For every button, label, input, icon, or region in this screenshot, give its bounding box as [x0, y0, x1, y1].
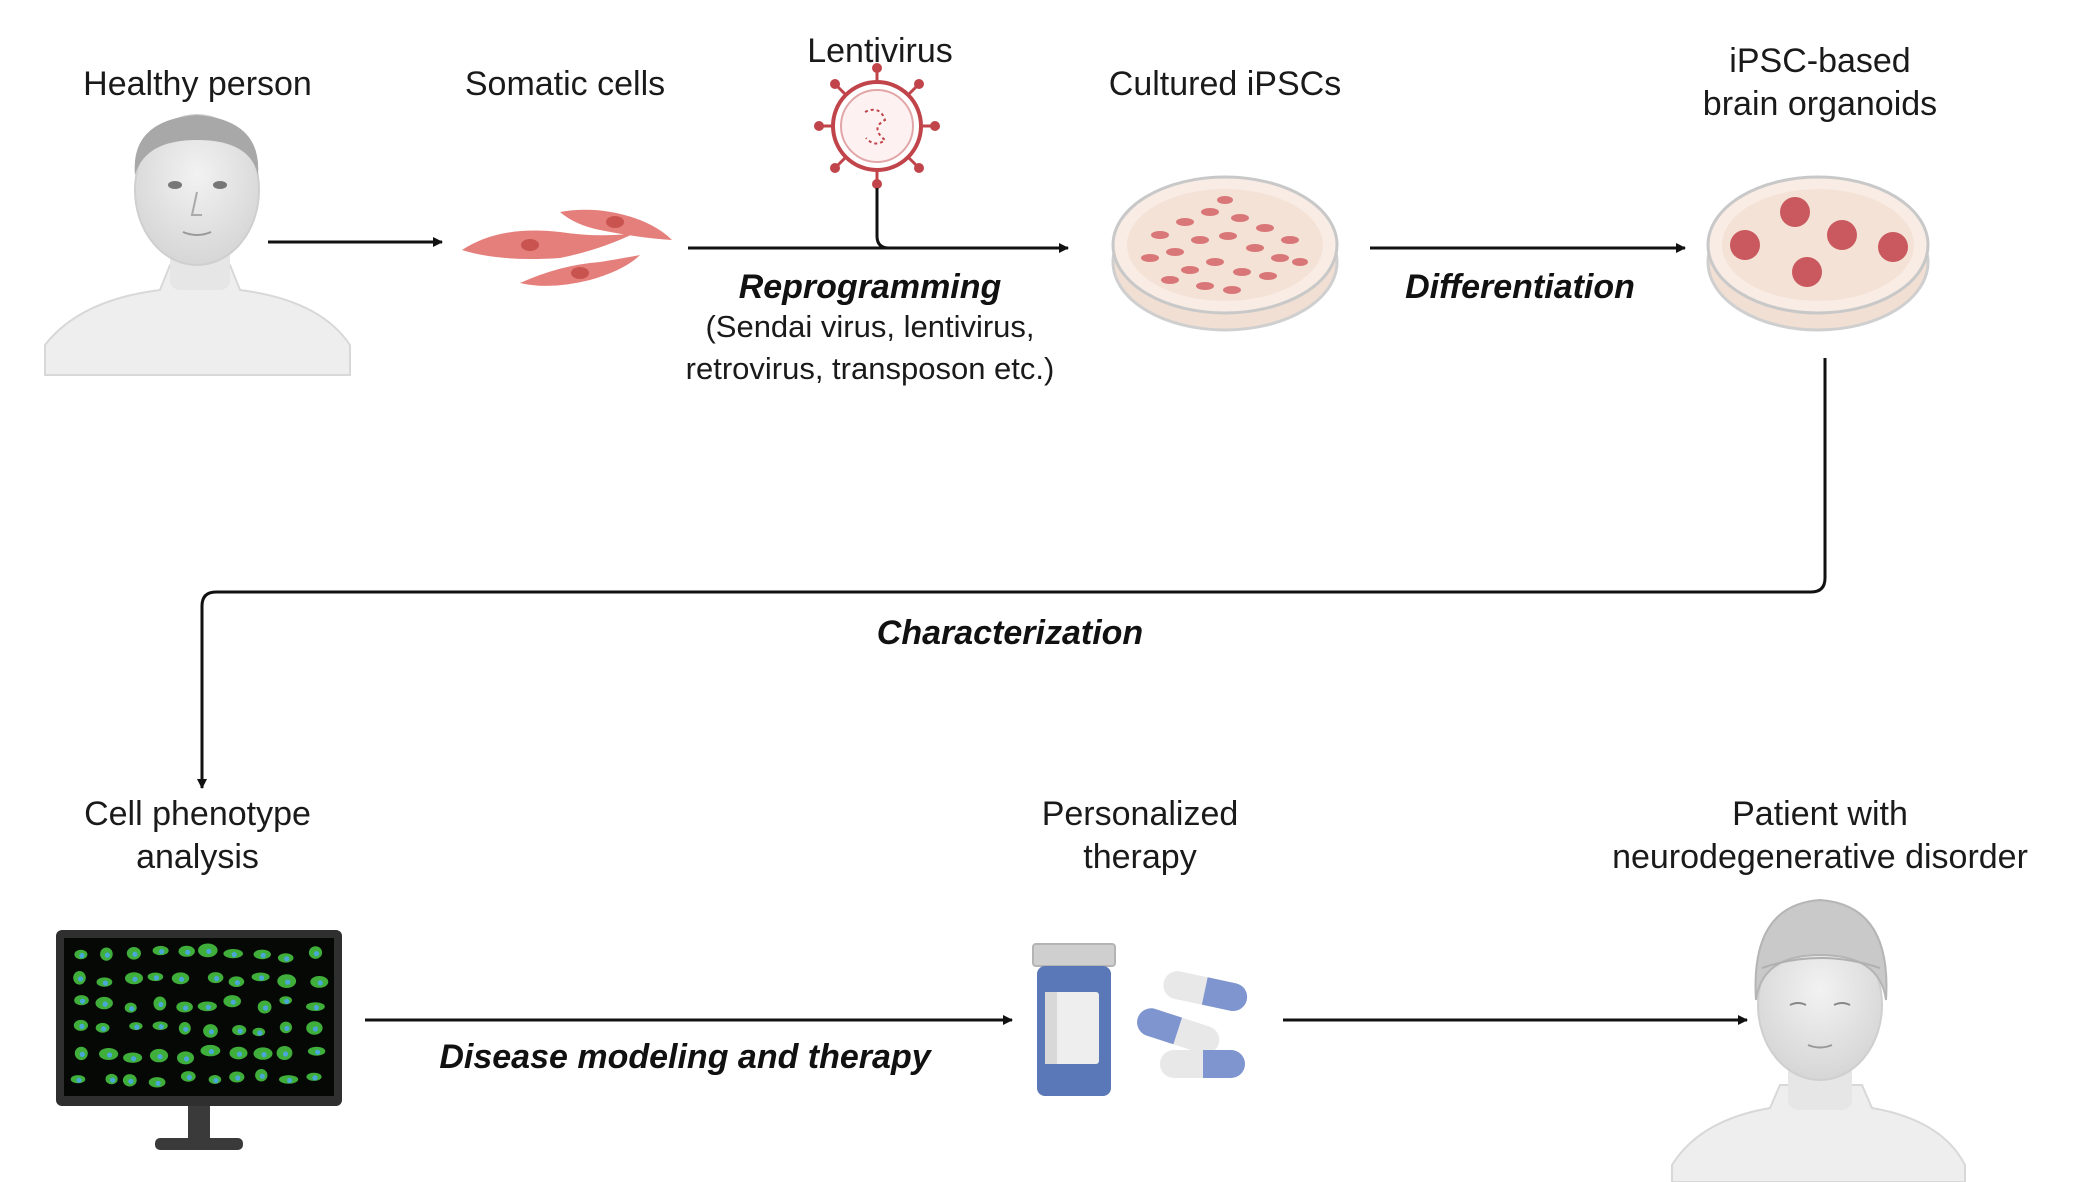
nucleus-mark: [312, 1026, 318, 1032]
patient-label: Patient with neurodegenerative disorder: [1580, 793, 2060, 879]
nucleus-mark: [312, 1075, 318, 1081]
nucleus-mark: [153, 975, 159, 981]
monitor-icon: [56, 930, 342, 1150]
nucleus-mark: [259, 975, 265, 981]
medicine-bottle-icon: [1032, 943, 1116, 1096]
nucleus-mark: [110, 1077, 116, 1083]
somatic-cells-label: Somatic cells: [464, 65, 666, 103]
nucleus-mark: [260, 952, 266, 959]
nucleus-mark: [158, 1001, 164, 1008]
healthy-person-label: Healthy person: [83, 65, 312, 103]
phenotype-label-line1: Cell phenotype: [84, 795, 311, 833]
patient-label-line1: Patient with: [1732, 795, 1908, 833]
nucleus-mark: [315, 1049, 321, 1055]
nucleus-mark: [79, 1051, 85, 1057]
patient-icon: [1671, 898, 1966, 1182]
organoids-label-line1: iPSC-based: [1729, 42, 1911, 80]
nucleus-mark: [79, 952, 85, 959]
nucleus-mark: [129, 1006, 135, 1012]
nucleus-mark: [77, 976, 84, 982]
organoids-label: iPSC-based brain organoids: [1660, 40, 1980, 126]
nucleus-mark: [235, 1075, 241, 1081]
nucleus-mark: [236, 1051, 243, 1057]
nucleus-mark: [107, 1052, 113, 1058]
reprogramming-note-line2: retrovirus, transposon etc.): [685, 351, 1055, 386]
nucleus-mark: [183, 1005, 189, 1011]
nucleus-mark: [205, 1004, 211, 1010]
disease-modeling-label: Disease modeling and therapy: [439, 1038, 931, 1076]
nucleus-mark: [284, 956, 290, 962]
nucleus-mark: [259, 1073, 265, 1079]
nucleus-mark: [102, 980, 108, 986]
nucleus-mark: [178, 976, 185, 982]
nucleus-mark: [284, 998, 290, 1004]
lentivirus-label: Lentivirus: [807, 32, 953, 70]
nucleus-mark: [287, 1077, 293, 1083]
nucleus-mark: [285, 979, 291, 985]
somatic-cells-icon: [462, 209, 672, 286]
nucleus-mark: [183, 1026, 189, 1032]
therapy-label: Personalized therapy: [1000, 793, 1280, 879]
nucleus-mark: [206, 948, 212, 955]
nucleus-mark: [159, 949, 165, 955]
nucleus-mark: [104, 952, 110, 958]
nucleus-mark: [313, 951, 320, 957]
nucleus-mark: [158, 1024, 164, 1030]
nucleus-mark: [185, 949, 191, 955]
cultured-ipscs-label: Cultured iPSCs: [1108, 65, 1342, 103]
nucleus-mark: [237, 1028, 243, 1034]
nucleus-mark: [213, 1077, 219, 1084]
patient-label-line2: neurodegenerative disorder: [1612, 838, 2028, 876]
nucleus-mark: [79, 998, 86, 1004]
nucleus-mark: [102, 1001, 108, 1007]
nucleus-mark: [317, 980, 323, 986]
nucleus-mark: [157, 1054, 163, 1060]
nucleus-mark: [134, 1024, 140, 1030]
nucleus-mark: [183, 1056, 190, 1062]
lentivirus-icon: [814, 63, 940, 189]
nucleus-mark: [257, 1030, 263, 1036]
phenotype-label: Cell phenotype analysis: [40, 793, 355, 879]
petri-dish-organoids-icon: [1706, 175, 1930, 332]
nucleus-mark: [313, 1005, 319, 1011]
nucleus-mark: [155, 1080, 161, 1086]
nucleus-mark: [132, 951, 138, 957]
organoids-label-line2: brain organoids: [1702, 85, 1938, 123]
nucleus-mark: [214, 976, 220, 982]
nucleus-mark: [101, 1026, 107, 1032]
differentiation-label: Differentiation: [1405, 268, 1635, 306]
petri-dish-ipsc-icon: [1111, 175, 1339, 332]
pills-icon: [1137, 971, 1248, 1078]
nucleus-mark: [284, 1025, 290, 1031]
nucleus-mark: [230, 999, 236, 1005]
therapy-label-line2: therapy: [1083, 838, 1197, 876]
reprogramming-note: (Sendai virus, lentivirus, retrovirus, t…: [650, 306, 1090, 390]
nucleus-mark: [231, 952, 237, 958]
nucleus-mark: [263, 1005, 269, 1011]
nucleus-mark: [132, 976, 138, 982]
person-icon: [44, 114, 351, 376]
arrow-characterization: [197, 358, 1827, 789]
phenotype-label-line2: analysis: [136, 838, 259, 876]
nucleus-mark: [76, 1077, 82, 1083]
nucleus-mark: [282, 1051, 289, 1057]
arrow-lentivirus-join: [875, 188, 900, 250]
nucleus-mark: [186, 1074, 192, 1080]
nucleus-mark: [261, 1052, 267, 1058]
nucleus-mark: [234, 980, 240, 986]
reprogramming-note-line1: (Sendai virus, lentivirus,: [705, 309, 1035, 344]
nucleus-mark: [79, 1023, 85, 1029]
therapy-label-line1: Personalized: [1041, 795, 1239, 833]
nucleus-mark: [128, 1078, 134, 1084]
reprogramming-label: Reprogramming: [738, 268, 1002, 306]
nucleus-mark: [131, 1056, 137, 1062]
nucleus-mark: [208, 1029, 215, 1035]
characterization-label: Characterization: [876, 614, 1144, 652]
nucleus-mark: [208, 1049, 214, 1055]
